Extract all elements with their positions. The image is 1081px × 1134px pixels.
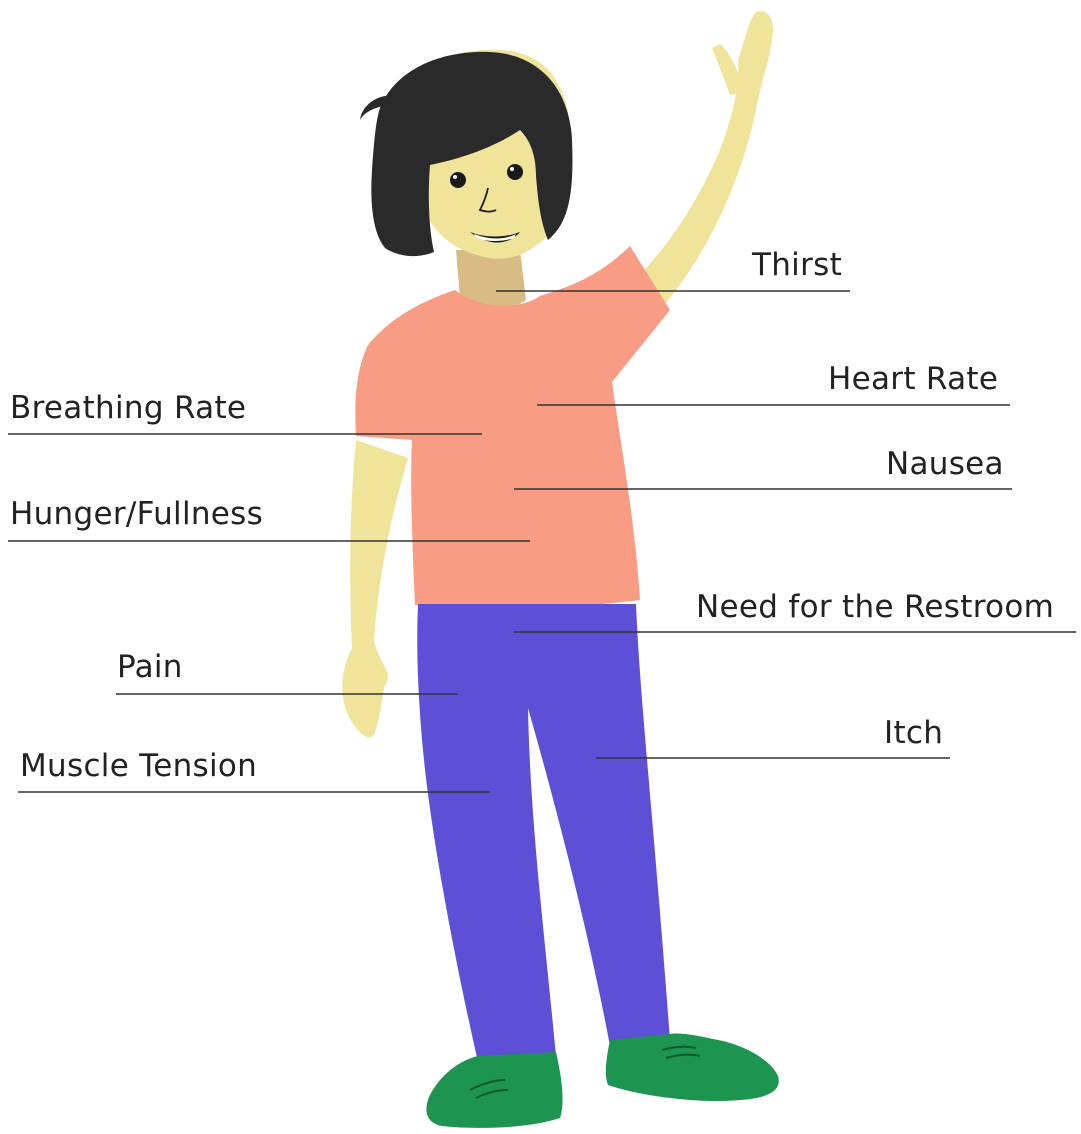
- pants: [417, 604, 670, 1062]
- right-eye: [507, 164, 523, 180]
- head: [360, 50, 572, 259]
- label-breathing-rate: Breathing Rate: [10, 393, 246, 424]
- label-muscle-tension: Muscle Tension: [20, 751, 257, 782]
- left-eye: [450, 172, 466, 188]
- label-need-restroom: Need for the Restroom: [696, 592, 1054, 623]
- hanging-arm: [342, 440, 408, 737]
- label-itch: Itch: [884, 718, 943, 749]
- label-thirst: Thirst: [752, 250, 842, 281]
- label-nausea: Nausea: [886, 449, 1004, 480]
- label-heart-rate: Heart Rate: [828, 364, 998, 395]
- label-pain: Pain: [117, 652, 183, 683]
- label-hunger-fullness: Hunger/Fullness: [10, 499, 263, 530]
